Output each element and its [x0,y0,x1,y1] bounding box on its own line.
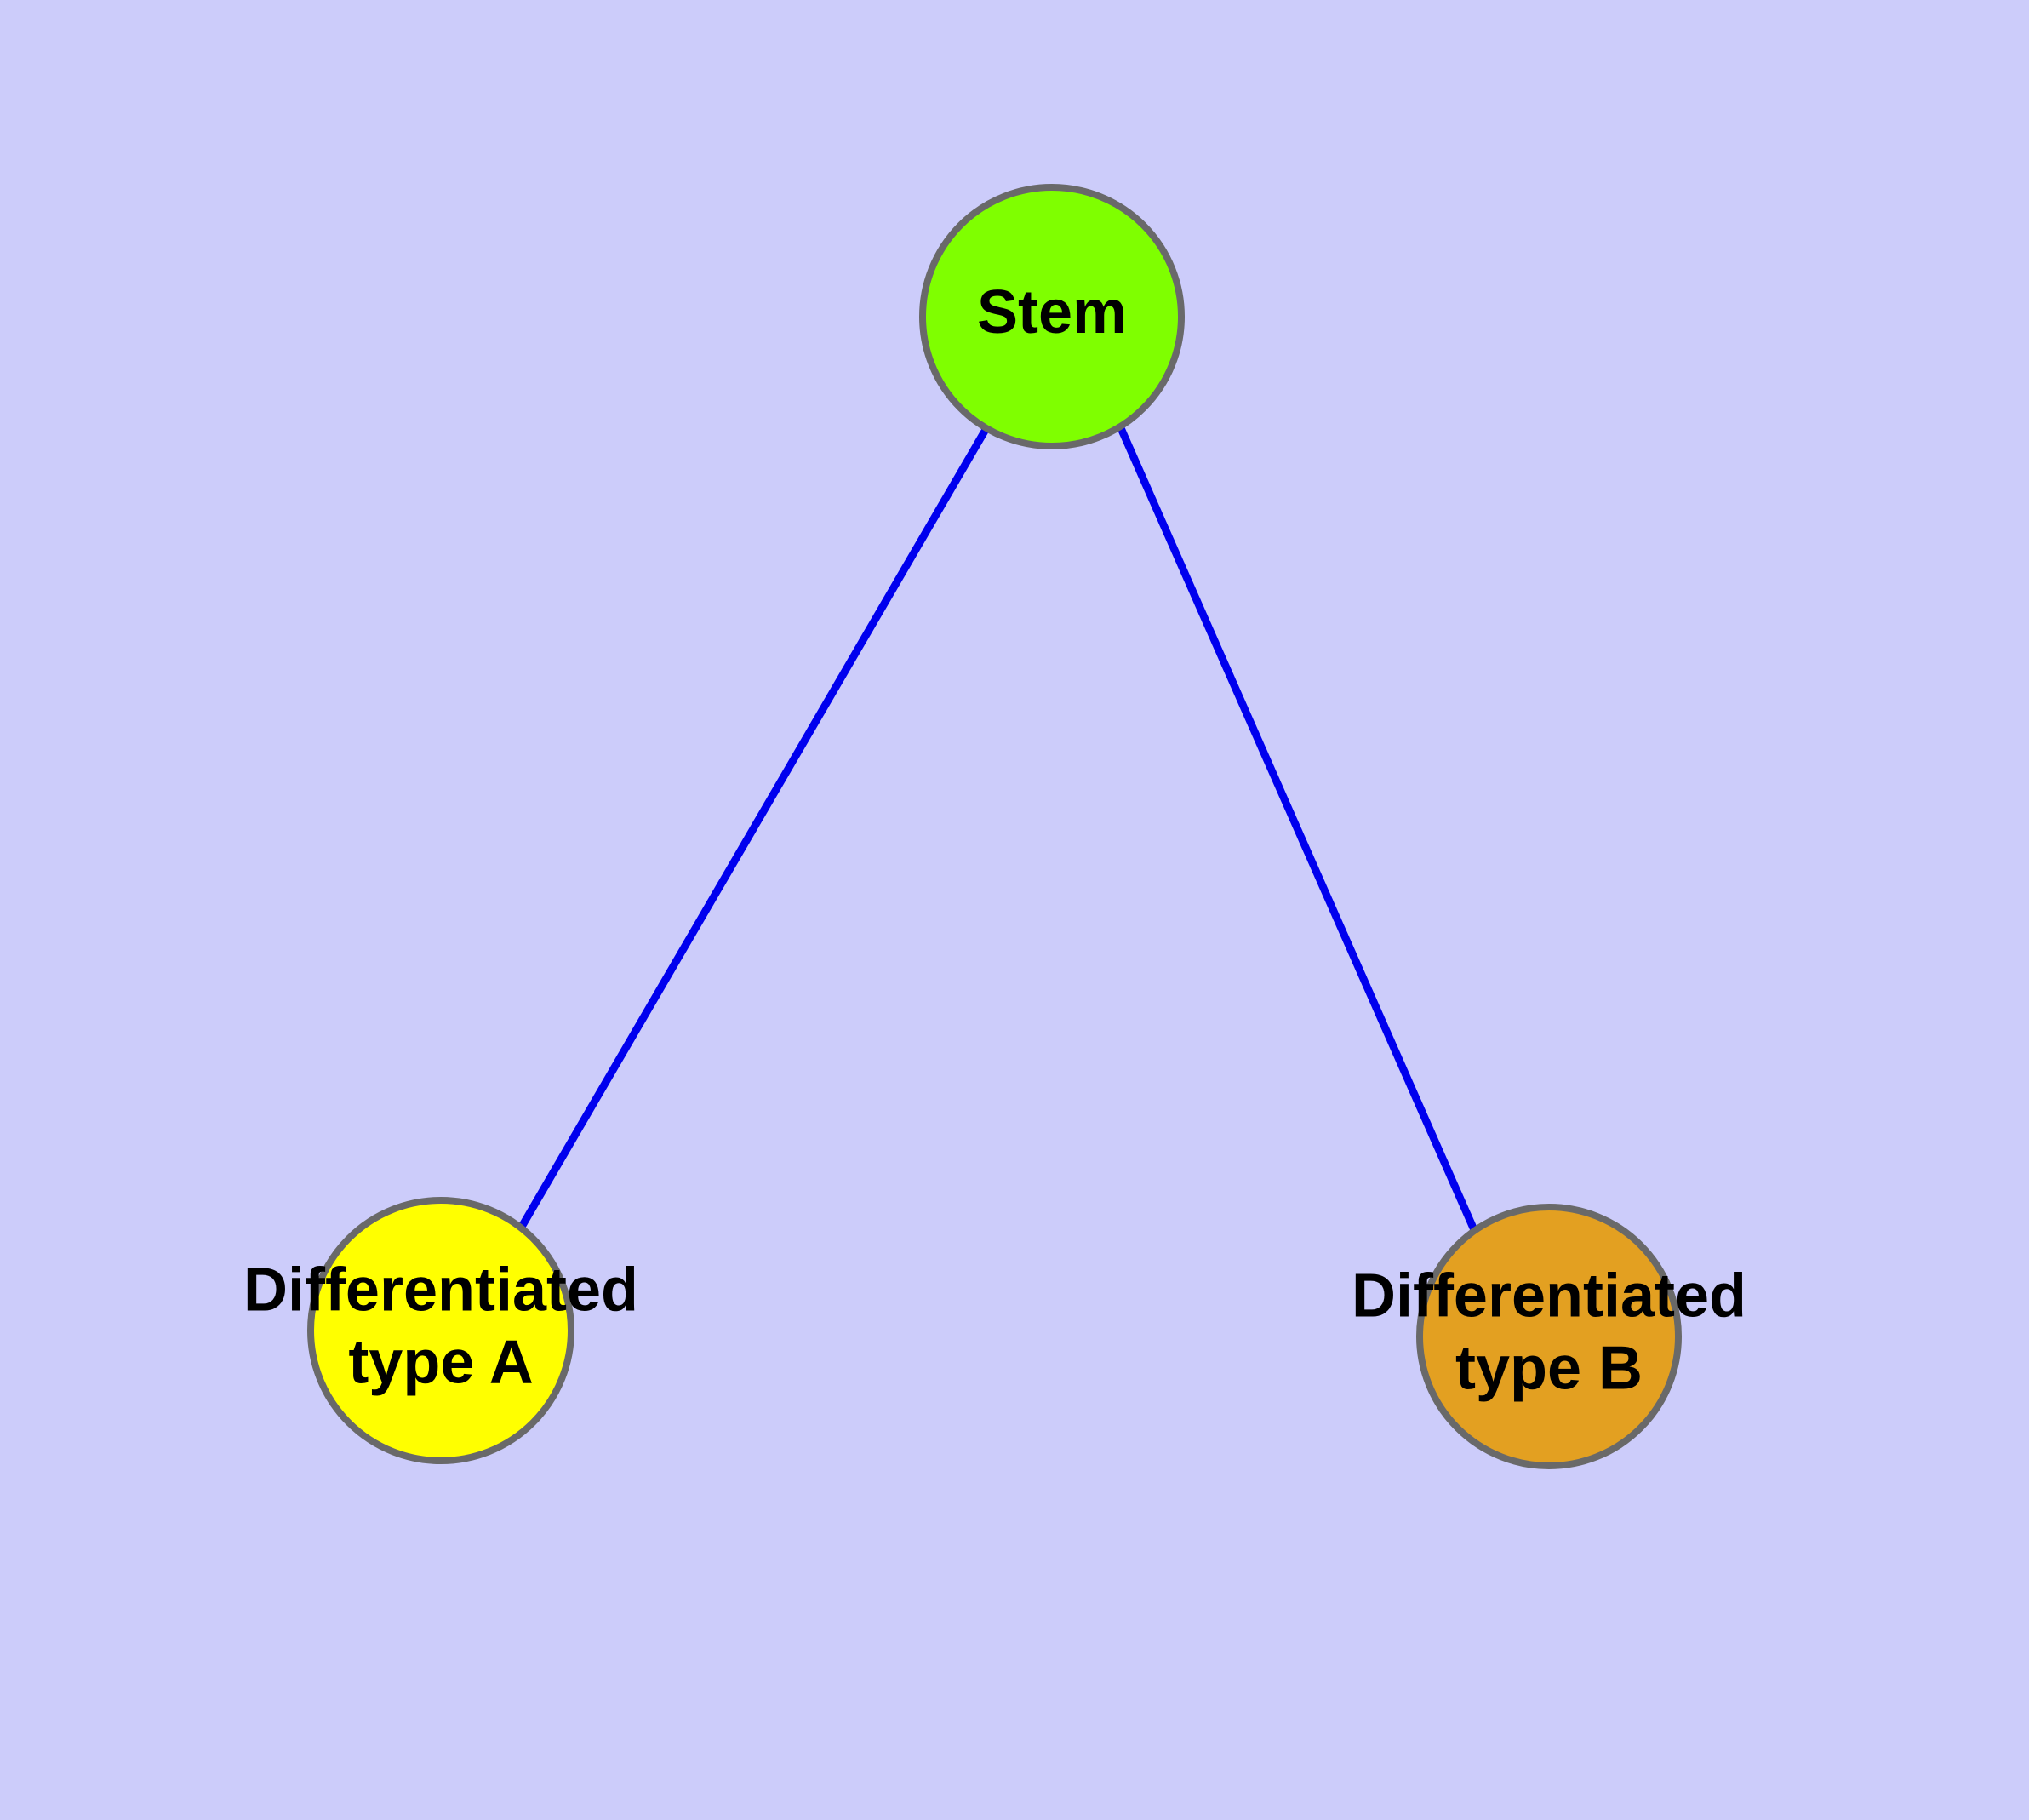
label-line: type B [1455,1334,1643,1402]
edge-stem-to-diff-a[interactable] [518,426,990,1229]
node-diff-a[interactable] [307,1197,574,1464]
label-line: Differentiated [243,1256,638,1325]
node-stem[interactable] [919,184,1185,449]
label-line: Differentiated [1352,1262,1746,1331]
label-line: Stem [977,278,1127,346]
node-label-stem: Stem [977,278,1127,346]
edge-stem-to-diff-b[interactable] [1117,426,1479,1233]
node-diff-b[interactable] [1416,1204,1682,1469]
nodes-layer [307,184,1682,1469]
edges-layer [518,426,1479,1233]
label-line: type A [348,1328,533,1396]
